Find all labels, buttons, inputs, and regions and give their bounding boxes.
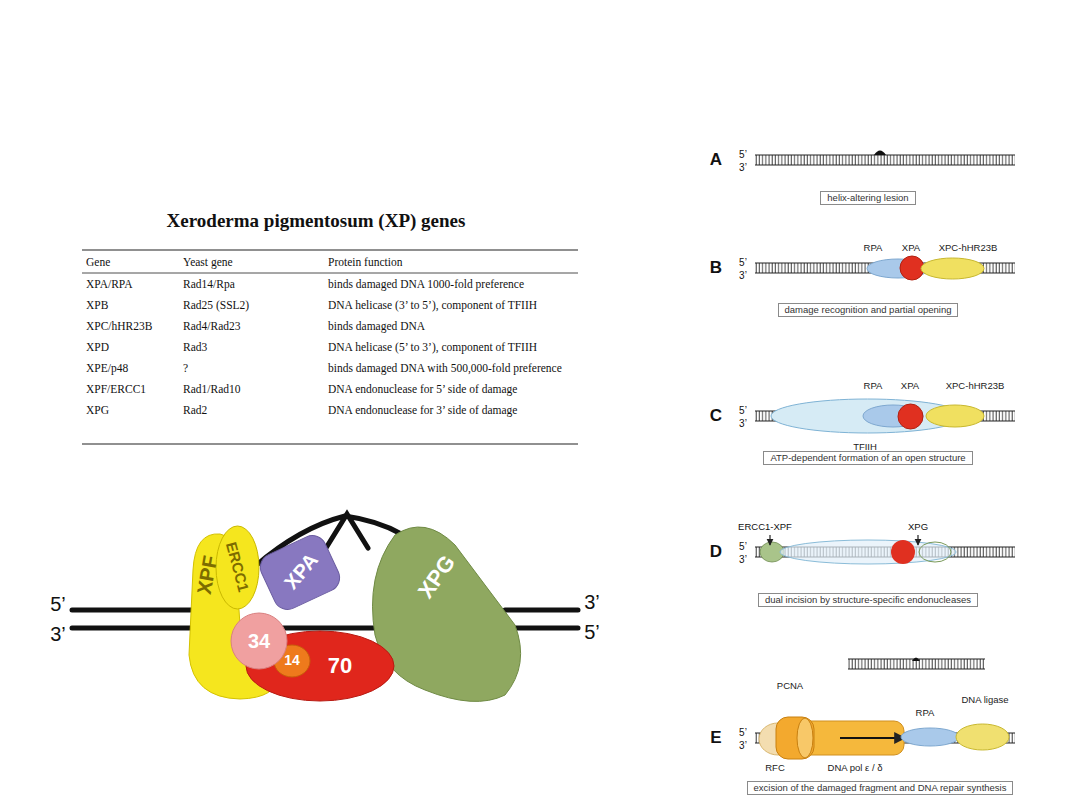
protein-ellipse: XPA [897,403,924,430]
protein-label: XPG [908,522,928,532]
strand-end-label: 3’ [739,554,747,565]
strand-end-label: 3’ [739,418,747,429]
protein-shape: ERCC1 [215,525,260,610]
strand-end-label: 5’ [739,405,747,416]
protein-name: XPC-hHR23B [939,243,998,253]
table-cell: DNA helicase (3’ to 5’), component of TF… [328,299,537,312]
strand-end-label: 3’ [739,162,747,173]
table-rules [82,250,578,444]
table-cell: Gene [86,256,110,269]
shape [955,723,1010,751]
table-cell: binds damaged DNA with 500,000-fold pref… [328,362,562,375]
caption-text: helix-altering lesion [827,193,908,203]
protein-name: XPA [902,243,920,253]
protein-name: DNA ligase [962,695,1009,705]
strand-end-label: 3’ [50,623,66,645]
strand-end-label: 5’ [50,593,66,615]
table-cell: Rad14/Rpa [183,278,235,291]
table-cell: Rad25 (SSL2) [183,299,249,312]
table-cell: Rad2 [183,404,207,417]
table-cell: Rad1/Rad10 [183,383,241,396]
caption-text: damage recognition and partial opening [785,305,952,315]
shape [925,404,985,428]
table-cell: Protein function [328,256,402,269]
title: Xeroderma pigmentosum (XP) genes [167,211,466,232]
strand-end-label: 3’ [584,591,600,613]
protein-name: XPC-hHR23B [946,381,1005,391]
protein-ellipse: XPC-hHR23B [920,257,985,280]
protein-name: PCNA [777,681,803,691]
strand-end-label: 3’ [739,740,747,751]
table-cell: DNA endonuclease for 5’ side of damage [328,383,517,396]
strand-end-label: 3’ [739,270,747,281]
strand-end-label: 5’ [739,149,747,160]
caption-box: ATP-dependent formation of an open struc… [763,451,972,465]
table-cell: Rad3 [183,341,207,354]
strand-end-label: 5’ [584,621,600,643]
table-cell: DNA helicase (5’ to 3’), component of TF… [328,341,537,354]
table-cell: XPE/p48 [86,362,128,375]
shape [775,716,815,760]
table-cell: XPA/RPA [86,278,132,291]
protein-name: DNA pol ε / δ [828,763,883,773]
protein-name: RFC [765,763,785,773]
protein-ellipse: DNA pol ε / δ [800,720,905,756]
table-cell: XPF/ERCC1 [86,383,146,396]
table-cell: Rad4/Rad23 [183,320,241,333]
protein-ellipse: DNA ligase [955,723,1010,751]
caption-box: excision of the damaged fragment and DNA… [747,781,1014,795]
table-cell: XPD [86,341,109,354]
caption-box: dual incision by structure-specific endo… [758,593,978,607]
table-cell: binds damaged DNA [328,320,425,333]
caption-box: damage recognition and partial opening [778,303,959,317]
table-cell: XPC/hHR23B [86,320,152,333]
protein-ellipse: XPC-hHR23B [925,404,985,428]
protein-name: RPA [864,243,883,253]
caption-text: ATP-dependent formation of an open struc… [770,453,965,463]
table-cell: binds damaged DNA 1000-fold preference [328,278,524,291]
protein-name: XPA [901,381,919,391]
protein-label: ERCC1-XPF [738,522,792,532]
protein-name: RPA [916,708,935,718]
table-cell: DNA endonuclease for 3’ side of damage [328,404,517,417]
caption-box: helix-altering lesion [820,191,915,205]
table-cell: XPB [86,299,108,312]
protein-ellipse: PCNA [775,716,815,760]
protein-name: TFIIH [853,442,877,452]
shape [900,727,960,747]
panel-letter: D [710,543,722,562]
protein-name: 14 [284,653,300,668]
panel-letter: E [710,729,721,748]
table-cell: Yeast gene [183,256,233,269]
caption-text: excision of the damaged fragment and DNA… [754,783,1007,793]
shape [897,403,924,430]
panel-letter: C [710,407,722,426]
strand-end-label: 5’ [739,727,747,738]
strand-end-label: 5’ [739,541,747,552]
table-cell: XPG [86,404,109,417]
protein-shape: 34 [230,612,288,670]
table-cell: ? [183,362,188,375]
protein-name: 70 [328,654,352,678]
panel-letter: B [710,259,722,278]
protein-name: 34 [248,630,270,652]
shape [920,257,985,280]
caption-text: dual incision by structure-specific endo… [765,595,971,605]
panel-letter: A [710,151,722,170]
protein-ellipse: RPA [900,727,960,747]
shape [800,720,905,756]
protein-name: RPA [864,381,883,391]
strand-end-label: 5’ [739,257,747,268]
dna-ladders [755,155,1015,743]
protein-shape: XPA [255,535,345,610]
